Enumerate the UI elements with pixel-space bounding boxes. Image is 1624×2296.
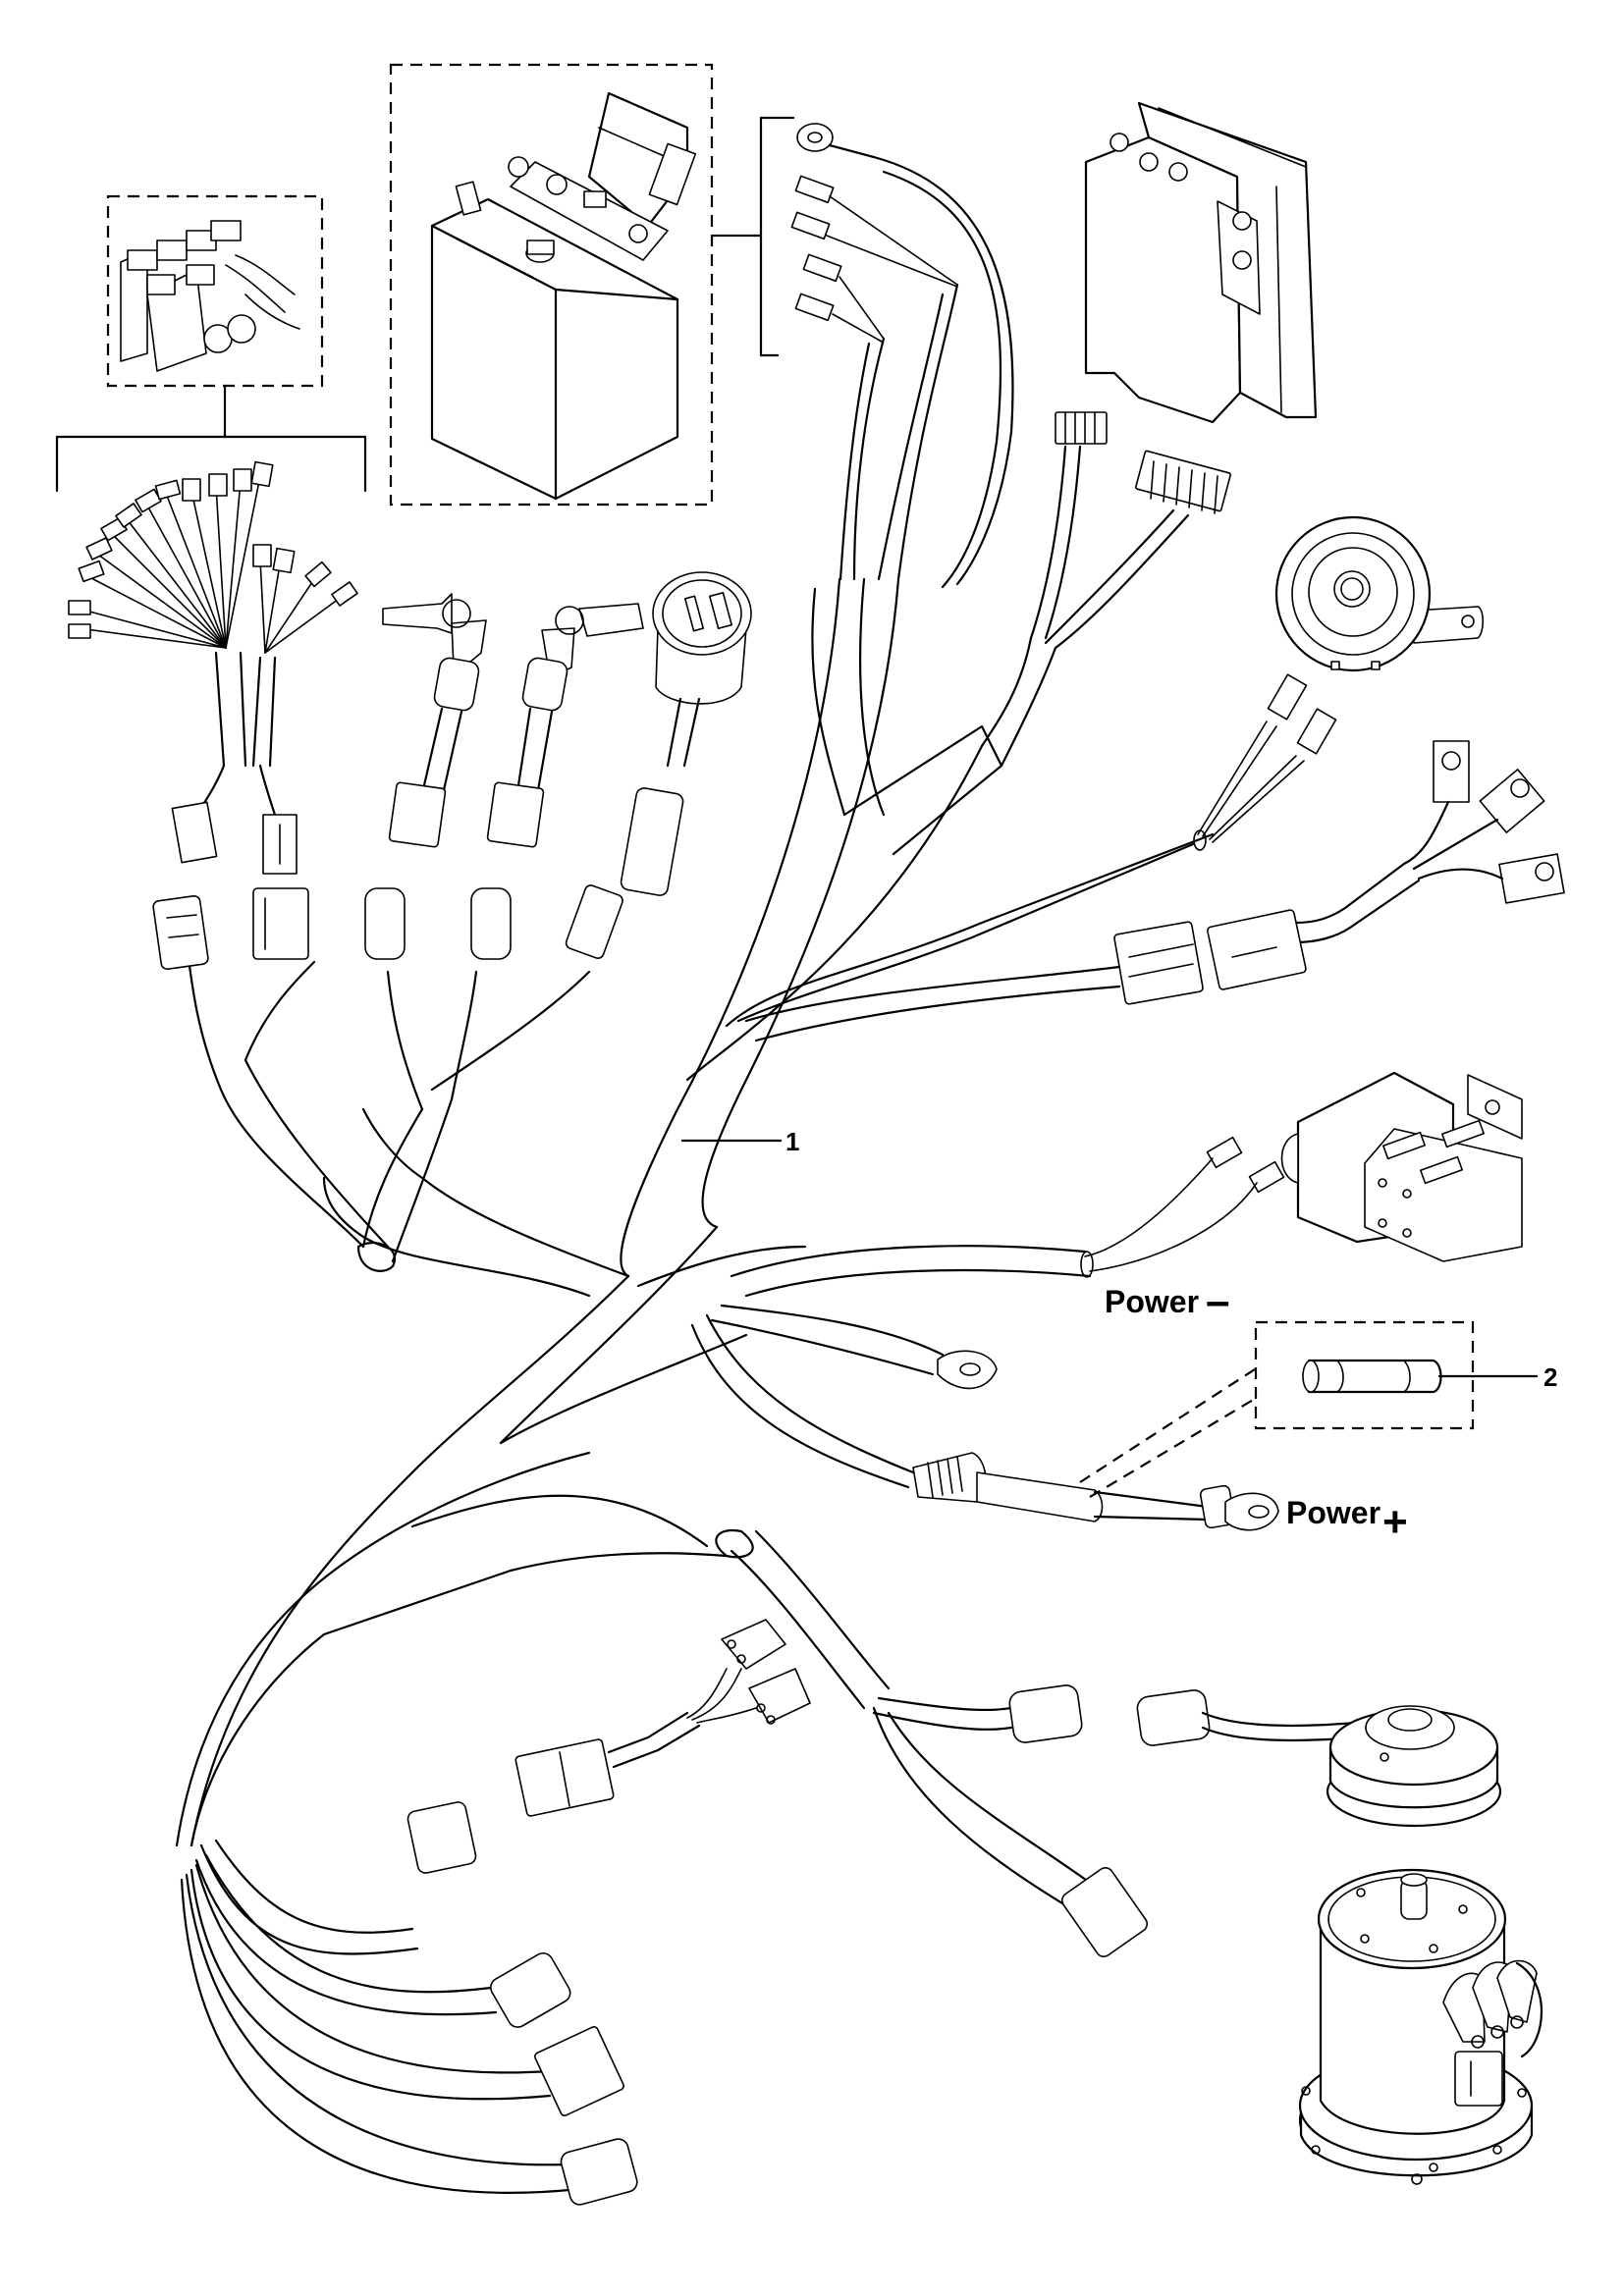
left-branch-harness bbox=[185, 940, 630, 1298]
horn bbox=[1274, 515, 1485, 672]
key-switch-left bbox=[382, 593, 487, 848]
micro-switches bbox=[514, 1619, 811, 1817]
relay-fuse-block bbox=[55, 194, 367, 493]
power-negative-label: Power – bbox=[1105, 1277, 1229, 1325]
ring-terminal-set bbox=[744, 740, 1565, 1042]
power-negative-text: Power bbox=[1105, 1284, 1199, 1319]
pump-terminal-set bbox=[710, 116, 958, 357]
key-switch-right bbox=[486, 603, 644, 848]
main-harness bbox=[175, 577, 1003, 1847]
battery-indicator bbox=[620, 571, 752, 896]
controller-connectors bbox=[980, 411, 1231, 768]
fuse: 2 bbox=[1254, 1320, 1557, 1430]
negative-ring-terminal bbox=[710, 1304, 998, 1390]
electromagnetic-brake bbox=[1326, 1705, 1502, 1828]
power-positive-symbol: + bbox=[1382, 1498, 1408, 1546]
harness-connectors bbox=[180, 1801, 638, 2206]
relay-fork-terminals bbox=[68, 460, 358, 875]
positive-ring-terminal bbox=[1199, 1484, 1279, 1531]
main-contactor bbox=[1280, 1071, 1523, 1262]
callout-label-2: 2 bbox=[1543, 1362, 1557, 1392]
drive-motor bbox=[1298, 1868, 1543, 2185]
left-connectors bbox=[152, 884, 623, 971]
inline-fuse-holder bbox=[690, 1313, 1256, 1522]
electromagnetic-brake-connector bbox=[872, 1684, 1357, 1957]
callout-label-1: 1 bbox=[785, 1127, 799, 1156]
power-positive-text: Power bbox=[1286, 1495, 1380, 1530]
motor-controller bbox=[1084, 101, 1318, 424]
horn-spade-terminals bbox=[725, 673, 1337, 1028]
hydraulic-pump-unit bbox=[389, 63, 714, 507]
power-positive-label: Power + bbox=[1286, 1495, 1408, 1546]
pump-wires bbox=[839, 155, 1014, 589]
contactor-spade-terminals bbox=[730, 1136, 1285, 1298]
callout-1: 1 bbox=[680, 1127, 799, 1156]
power-negative-symbol: – bbox=[1206, 1277, 1229, 1325]
